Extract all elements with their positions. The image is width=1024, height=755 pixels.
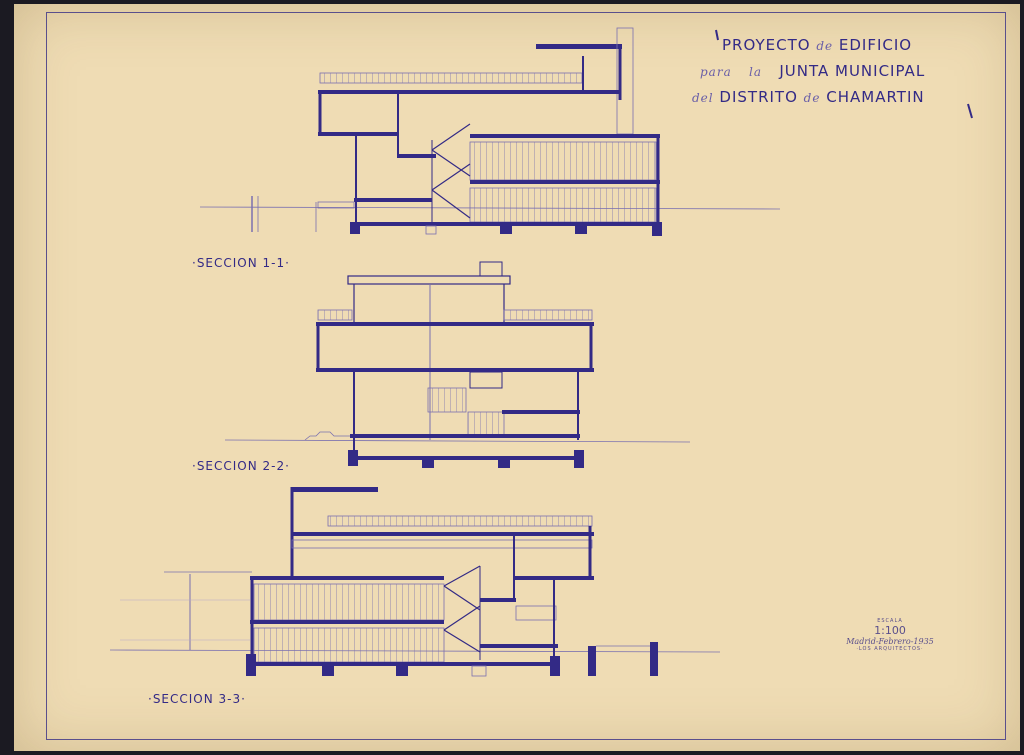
title-word: JUNTA MUNICIPAL [779, 62, 926, 80]
authors: ·LOS ARQUITECTOS· [856, 646, 924, 652]
drawing-sheet [14, 4, 1020, 751]
title-small-word: del [692, 91, 714, 105]
section-2-2-label: ·SECCION 2-2· [192, 459, 290, 473]
scale-value: 1:100 [874, 624, 906, 637]
title-line-3: del DISTRITO de CHAMARTIN [692, 88, 925, 106]
title-line-1: PROYECTO de EDIFICIO [722, 36, 912, 54]
title-word: CHAMARTIN [826, 88, 925, 106]
signature: Madrid-Febrero-1935 [846, 637, 934, 646]
scale-heading: ESCALA [877, 618, 903, 624]
title-line-2: para la JUNTA MUNICIPAL [700, 62, 925, 80]
section-3-3-label: ·SECCION 3-3· [148, 692, 246, 706]
section-3-3-drawing [109, 487, 721, 677]
title-decoration [715, 29, 973, 119]
section-1-1-drawing [199, 27, 781, 236]
title-word: DISTRITO [719, 88, 798, 106]
title-small-word: para [700, 65, 732, 79]
section-2-2-drawing [224, 261, 691, 468]
title-word: PROYECTO [722, 36, 811, 54]
title-small-word: de [803, 91, 821, 105]
title-word: EDIFICIO [838, 36, 913, 54]
title-small-word: la [749, 65, 763, 79]
scale-block: ESCALA 1:100 Madrid-Febrero-1935 ·LOS AR… [840, 618, 940, 652]
title-small-word: de [816, 39, 834, 53]
section-1-1-label: ·SECCION 1-1· [192, 256, 290, 270]
